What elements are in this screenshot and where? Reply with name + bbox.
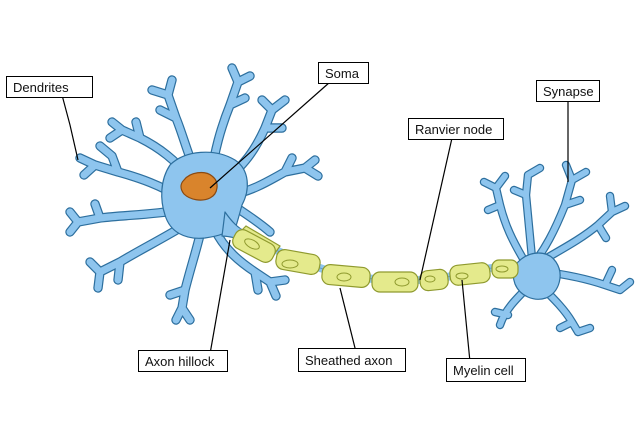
label-ranvier-node: Ranvier node: [408, 118, 504, 140]
myelin-segment: [491, 259, 519, 279]
nucleus: [180, 171, 218, 201]
label-sheathed-axon: Sheathed axon: [298, 348, 406, 372]
label-synapse: Synapse: [536, 80, 600, 102]
myelin-segment: [275, 248, 321, 276]
label-myelin-cell: Myelin cell: [446, 358, 526, 382]
label-soma: Soma: [318, 62, 369, 84]
label-dendrites: Dendrites: [6, 76, 93, 98]
leader-axon-hillock: [209, 239, 231, 355]
myelin-sheath: [232, 225, 519, 293]
synapse-terminal-body: [512, 252, 561, 300]
leader-sheathed-axon: [339, 287, 357, 353]
leader-myelin-cell: [461, 279, 471, 363]
terminal-branches: [479, 160, 635, 337]
dendrite-branches: [65, 63, 323, 325]
myelin-segment: [449, 262, 491, 286]
leader-dendrites: [61, 94, 79, 161]
myelin-segment: [419, 268, 449, 292]
myelin-segment: [232, 225, 281, 263]
myelin-segment: [371, 271, 419, 293]
label-axon-hillock: Axon hillock: [138, 350, 228, 372]
leader-soma: [209, 81, 331, 189]
leader-lines: [61, 81, 569, 363]
leader-ranvier: [419, 137, 453, 281]
myelin-segment: [321, 264, 371, 288]
